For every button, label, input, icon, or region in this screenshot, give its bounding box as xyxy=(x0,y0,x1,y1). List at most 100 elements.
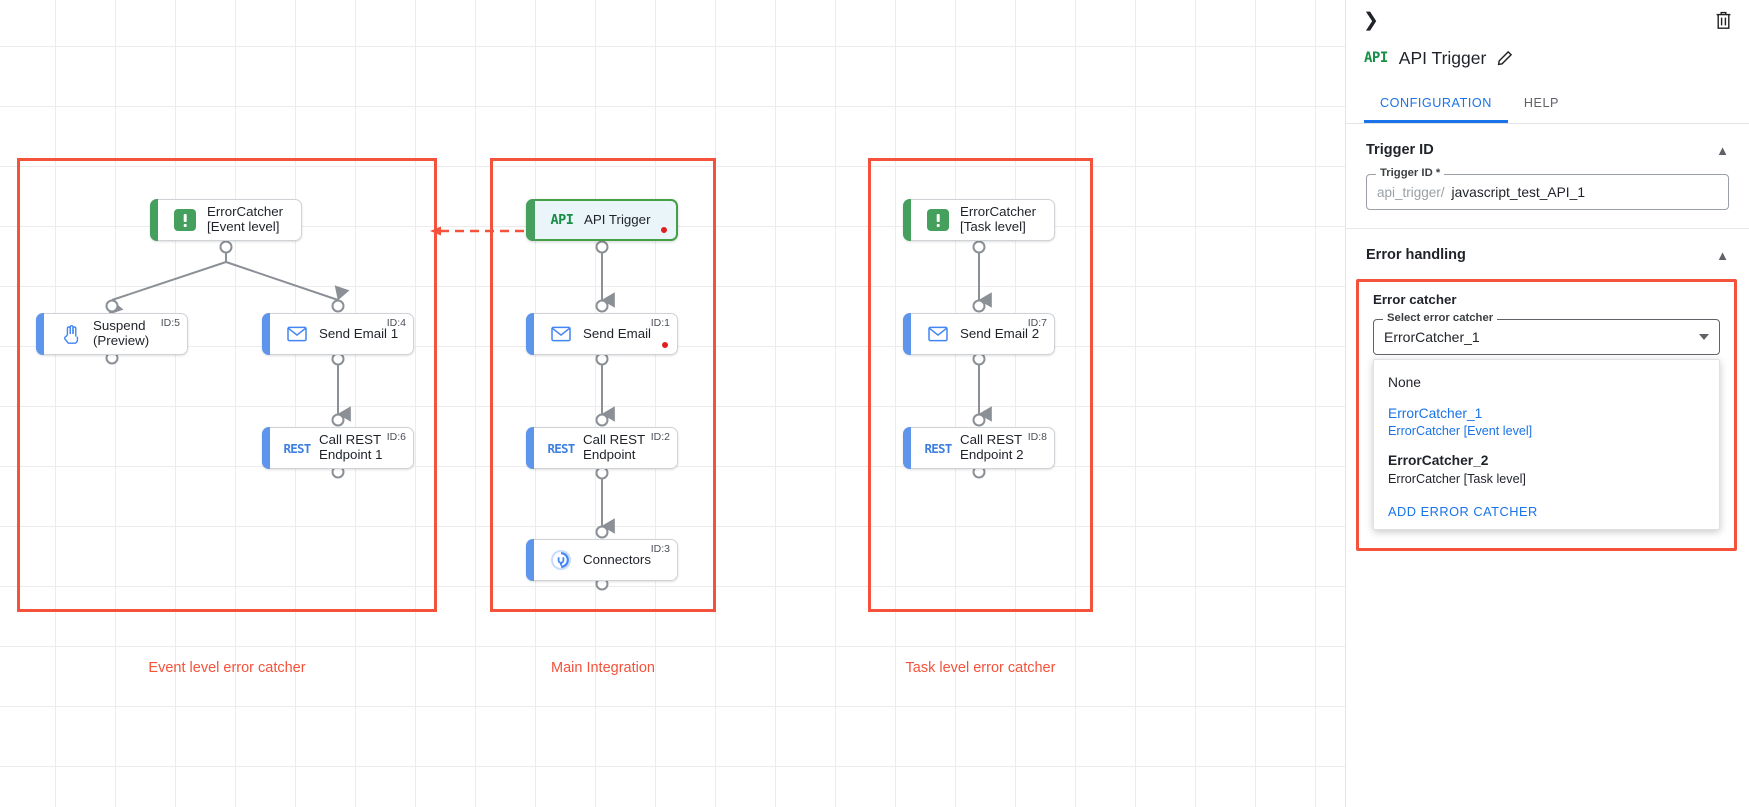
node-label: Connectors xyxy=(583,551,651,567)
group-caption: Event level error catcher xyxy=(148,660,306,676)
chevron-down-icon[interactable] xyxy=(1699,334,1709,340)
error-indicator-dot xyxy=(661,227,667,233)
panel-tabs[interactable]: CONFIGURATION HELP xyxy=(1346,90,1749,124)
error-catcher-icon xyxy=(174,209,196,231)
node-accent-bar xyxy=(903,427,911,469)
hand-icon xyxy=(63,324,79,344)
dropdown-option-label: None xyxy=(1388,375,1421,390)
group-box xyxy=(490,158,716,612)
workflow-canvas[interactable]: Event level error catcher Main Integratio… xyxy=(0,0,1345,807)
node-label: Send Email xyxy=(583,325,651,341)
dropdown-option-label: ErrorCatcher_2 xyxy=(1388,453,1489,469)
node-label: Call REST Endpoint xyxy=(583,432,646,462)
node-accent-bar xyxy=(262,427,270,469)
node-label: Call REST Endpoint 1 xyxy=(319,432,383,462)
rest-icon: REST xyxy=(283,440,312,456)
panel-title-row: API API Trigger xyxy=(1346,40,1749,76)
tab-configuration[interactable]: CONFIGURATION xyxy=(1364,90,1508,123)
dropdown-option-sublabel: ErrorCatcher [Task level] xyxy=(1388,471,1526,486)
api-icon: API xyxy=(1364,50,1388,66)
node-accent-bar xyxy=(36,313,44,355)
chevron-right-icon[interactable]: ❯ xyxy=(1363,9,1379,31)
group-caption: Main Integration xyxy=(551,660,655,676)
pencil-icon[interactable] xyxy=(1497,50,1513,66)
properties-panel: ❯ API API Trigger CONFIGURATION HELP xyxy=(1345,0,1749,807)
panel-divider xyxy=(1346,228,1749,229)
node-accent-bar xyxy=(526,539,534,581)
dropdown-option-sublabel: ErrorCatcher [Event level] xyxy=(1388,424,1533,439)
node-id-label: ID:3 xyxy=(650,543,670,555)
node-id-label: ID:1 xyxy=(650,317,670,329)
chevron-up-icon[interactable]: ▲ xyxy=(1716,247,1729,263)
node-accent-bar xyxy=(526,199,535,241)
trigger-id-field-wrap: Trigger ID * api_trigger/ javascript_tes… xyxy=(1346,167,1749,210)
node-suspend[interactable]: Suspend (Preview) ID:5 xyxy=(36,313,188,355)
rest-icon: REST xyxy=(547,440,576,456)
error-handling-section-header[interactable]: Error handling ▲ xyxy=(1346,229,1749,273)
node-accent-bar xyxy=(526,427,534,469)
node-id-label: ID:4 xyxy=(386,317,406,329)
error-catcher-title: Error catcher xyxy=(1373,292,1457,307)
node-api-trigger[interactable]: API API Trigger xyxy=(526,199,678,241)
group-box xyxy=(17,158,437,612)
node-label: API Trigger xyxy=(584,211,651,227)
add-error-catcher-button[interactable]: ADD ERROR CATCHER xyxy=(1388,503,1538,519)
trigger-id-field[interactable]: Trigger ID * api_trigger/ javascript_tes… xyxy=(1366,167,1729,210)
select-error-catcher-label: Select error catcher xyxy=(1383,312,1498,324)
error-handling-heading: Error handling xyxy=(1366,247,1466,263)
node-accent-bar xyxy=(903,199,911,241)
group-box xyxy=(868,158,1093,612)
node-label: Suspend (Preview) xyxy=(93,318,150,348)
trigger-id-section-header[interactable]: Trigger ID ▲ xyxy=(1346,124,1749,168)
rest-icon: REST xyxy=(924,440,953,456)
tab-help[interactable]: HELP xyxy=(1523,96,1559,110)
api-icon: API xyxy=(550,212,574,228)
node-accent-bar xyxy=(903,313,911,355)
node-id-label: ID:5 xyxy=(160,317,180,329)
node-label: ErrorCatcher [Task level] xyxy=(960,204,1037,234)
envelope-icon xyxy=(551,326,571,342)
node-errorcatcher-event[interactable]: ErrorCatcher [Event level] xyxy=(150,199,302,241)
node-accent-bar xyxy=(262,313,270,355)
node-call-rest-endpoint[interactable]: REST Call REST Endpoint ID:2 xyxy=(526,427,678,469)
connector-icon xyxy=(551,550,571,570)
error-catcher-icon xyxy=(927,209,949,231)
select-error-catcher-value: ErrorCatcher_1 xyxy=(1384,329,1480,345)
node-label: ErrorCatcher [Event level] xyxy=(207,204,284,234)
node-accent-bar xyxy=(526,313,534,355)
node-id-label: ID:2 xyxy=(650,431,670,443)
trigger-id-label: Trigger ID * xyxy=(1376,167,1445,179)
select-error-catcher-dropdown[interactable]: Select error catcher ErrorCatcher_1 xyxy=(1373,312,1720,355)
trash-icon[interactable] xyxy=(1711,8,1735,32)
error-indicator-dot xyxy=(662,342,668,348)
dropdown-option[interactable]: None xyxy=(1374,368,1719,399)
node-accent-bar xyxy=(150,199,158,241)
error-catcher-box: Error catcher Select error catcher Error… xyxy=(1356,279,1737,551)
envelope-icon xyxy=(928,326,948,342)
node-id-label: ID:6 xyxy=(386,431,406,443)
trigger-id-value[interactable]: javascript_test_API_1 xyxy=(1451,184,1585,200)
node-label: Call REST Endpoint 2 xyxy=(960,432,1024,462)
group-caption: Task level error catcher xyxy=(905,660,1056,676)
chevron-up-icon[interactable]: ▲ xyxy=(1716,142,1729,158)
node-label: Send Email 2 xyxy=(960,325,1040,341)
dropdown-option-label: ErrorCatcher_1 xyxy=(1388,405,1483,421)
trigger-id-heading: Trigger ID xyxy=(1366,142,1434,158)
node-errorcatcher-task[interactable]: ErrorCatcher [Task level] xyxy=(903,199,1055,241)
trigger-id-prefix: api_trigger/ xyxy=(1377,184,1445,200)
node-id-label: ID:8 xyxy=(1027,431,1047,443)
page-title: API Trigger xyxy=(1398,47,1487,68)
envelope-icon xyxy=(287,326,307,342)
node-label: Send Email 1 xyxy=(319,325,399,341)
panel-toolbar: ❯ xyxy=(1346,0,1749,40)
node-id-label: ID:7 xyxy=(1027,317,1047,329)
